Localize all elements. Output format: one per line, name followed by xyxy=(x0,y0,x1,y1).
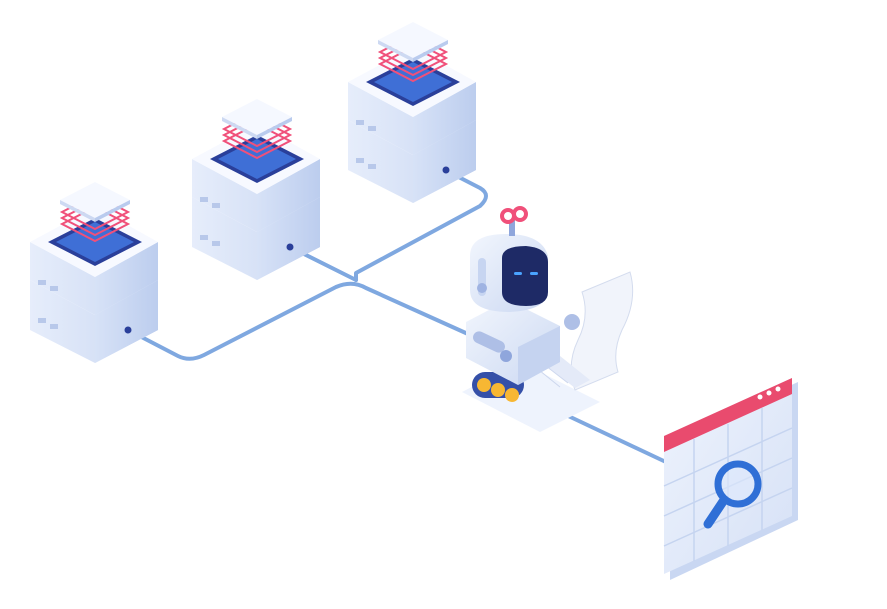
magnifier-icon xyxy=(703,460,762,529)
robot xyxy=(462,206,634,432)
wind-up-key-icon xyxy=(500,206,528,236)
robot-face xyxy=(502,246,548,306)
browser xyxy=(663,378,798,580)
server-1 xyxy=(30,182,158,363)
browser-window-icon xyxy=(663,378,798,580)
server-3 xyxy=(348,22,476,203)
server-2 xyxy=(192,99,320,280)
database-server-icon xyxy=(192,99,320,280)
robot-wheel xyxy=(477,378,491,392)
robot-wheel xyxy=(491,383,505,397)
robot-wheel xyxy=(505,388,519,402)
database-server-icon xyxy=(348,22,476,203)
robot-eye xyxy=(530,272,538,275)
cable-server-3-to-robot xyxy=(354,169,488,282)
database-server-icon xyxy=(30,182,158,363)
robot-icon xyxy=(462,206,634,432)
cable-server-1-to-robot xyxy=(126,281,470,361)
robot-eye xyxy=(514,272,522,275)
browser-grid xyxy=(663,408,793,561)
